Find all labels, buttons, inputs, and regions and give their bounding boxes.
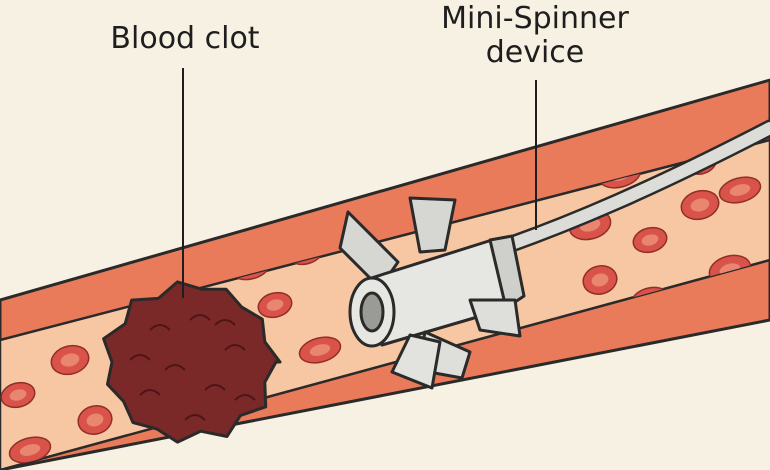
label-device-line1: Mini-Spinner [441,1,629,36]
red-blood-cell [0,381,36,409]
spinner-device-icon [338,196,526,390]
red-blood-cell [632,226,668,254]
spinner-blade [408,196,457,254]
red-blood-cell [500,426,540,454]
label-blood-clot: Blood clot [110,21,260,56]
red-blood-cell [582,265,618,295]
spinner-blade [390,333,442,390]
label-device-line2: device [485,35,585,70]
spinner-blade [468,298,522,338]
red-blood-cell [257,291,293,319]
red-blood-cell [280,436,320,464]
label-mini-spinner-device: Mini-Spinner device [430,2,640,70]
blood-clot-icon [102,280,282,444]
red-blood-cell [437,405,473,435]
red-blood-cell [680,189,720,221]
red-blood-cell [77,405,113,435]
red-blood-cell [50,344,90,376]
red-blood-cell [718,176,762,204]
red-blood-cell [298,336,342,364]
